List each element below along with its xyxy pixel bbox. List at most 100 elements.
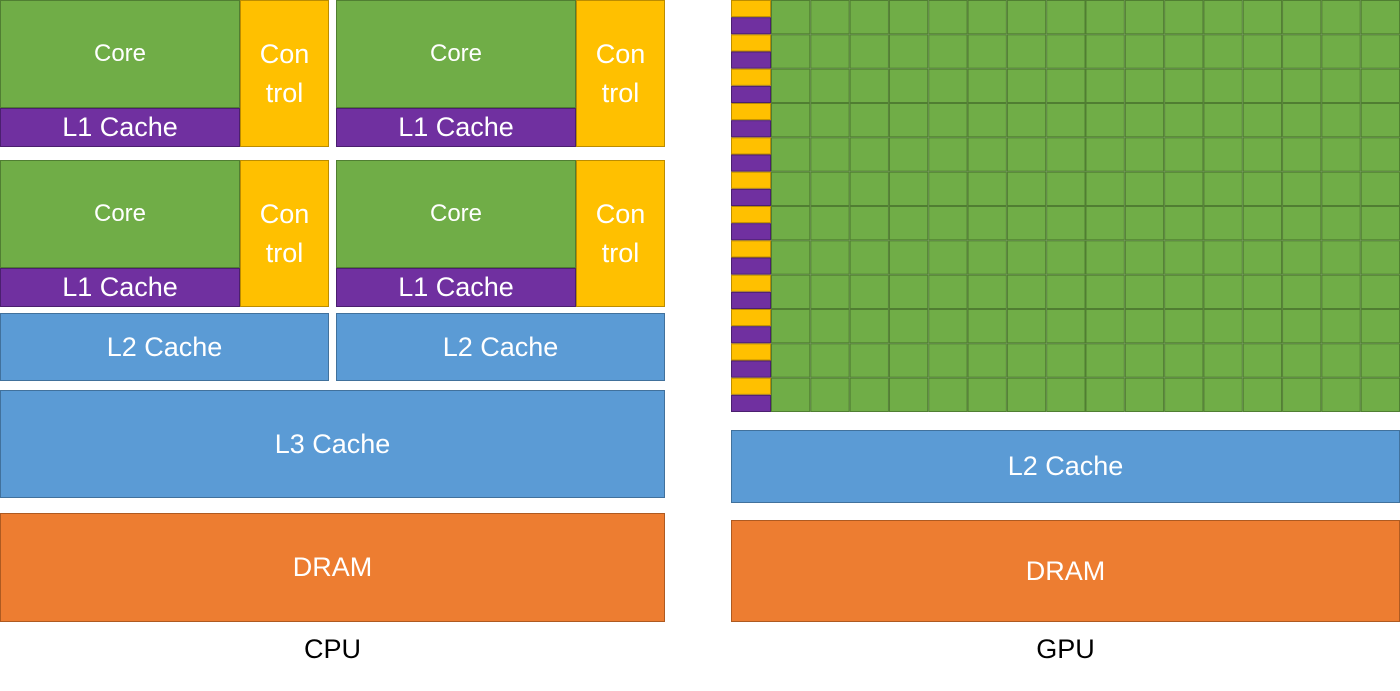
gpu-core — [1046, 274, 1086, 309]
gpu-core — [1321, 377, 1361, 412]
gpu-core — [967, 68, 1007, 103]
gpu-core — [810, 103, 850, 138]
gpu-control-unit — [731, 171, 771, 189]
gpu-core — [810, 309, 850, 344]
gpu-l1-cache-unit — [731, 85, 771, 104]
gpu-core — [849, 274, 889, 309]
gpu-core — [1242, 0, 1283, 35]
control-label-line2: trol — [601, 77, 640, 108]
gpu-core — [1321, 0, 1361, 35]
core-label: Core — [429, 40, 483, 67]
gpu-core — [928, 240, 968, 275]
gpu-core — [888, 274, 929, 309]
gpu-core — [888, 240, 929, 275]
gpu-core — [1242, 309, 1283, 344]
gpu-core — [1321, 34, 1361, 69]
gpu-core — [967, 171, 1007, 207]
gpu-l1-cache-unit — [731, 223, 771, 241]
gpu-core — [1164, 137, 1204, 172]
gpu-core — [1321, 206, 1361, 241]
gpu-core — [967, 206, 1007, 241]
control-label-line1: Con — [259, 198, 310, 229]
gpu-core — [1321, 68, 1361, 103]
gpu-core — [771, 240, 811, 275]
gpu-core — [888, 377, 929, 412]
gpu-core — [1242, 103, 1283, 138]
gpu-core — [1360, 103, 1400, 138]
gpu-core — [771, 206, 811, 241]
gpu-core — [1046, 103, 1086, 138]
gpu-core — [1203, 240, 1243, 275]
gpu-core — [1085, 171, 1125, 207]
gpu-core — [888, 34, 929, 69]
gpu-core — [1282, 103, 1322, 138]
gpu-core — [1164, 377, 1204, 412]
gpu-core — [1046, 137, 1086, 172]
gpu-core — [810, 240, 850, 275]
gpu-core — [1124, 274, 1165, 309]
gpu-core — [1164, 206, 1204, 241]
gpu-core — [771, 137, 811, 172]
cpu-core-3: Core — [0, 160, 240, 268]
gpu-core — [1164, 171, 1204, 207]
gpu-core — [928, 68, 968, 103]
l1-cache-label: L1 Cache — [398, 272, 514, 302]
gpu-core — [1085, 0, 1125, 35]
core-label: Core — [429, 200, 483, 227]
gpu-core — [1282, 34, 1322, 69]
gpu-core — [1164, 343, 1204, 378]
gpu-core — [810, 137, 850, 172]
gpu-core — [1360, 240, 1400, 275]
gpu-core — [1006, 34, 1047, 69]
gpu-core — [1321, 137, 1361, 172]
gpu-core — [1203, 68, 1243, 103]
gpu-core — [849, 137, 889, 172]
gpu-core — [1282, 309, 1322, 344]
l2-cache-label: L2 Cache — [1007, 451, 1124, 481]
gpu-core — [1085, 137, 1125, 172]
gpu-core — [928, 171, 968, 207]
gpu-core — [1006, 343, 1047, 378]
gpu-core — [1164, 103, 1204, 138]
gpu-core — [1124, 103, 1165, 138]
gpu-core — [1242, 137, 1283, 172]
gpu-control-unit — [731, 0, 771, 18]
gpu-l1-cache-unit — [731, 17, 771, 35]
gpu-core — [810, 34, 850, 69]
gpu-core — [928, 377, 968, 412]
gpu-core — [810, 343, 850, 378]
gpu-core — [771, 309, 811, 344]
gpu-core — [1242, 274, 1283, 309]
gpu-core — [888, 103, 929, 138]
gpu-core — [1282, 68, 1322, 103]
cpu-l2-cache-2: L2 Cache — [336, 313, 665, 381]
gpu-core — [771, 171, 811, 207]
cpu-core-4: Core — [336, 160, 576, 268]
gpu-core — [1282, 343, 1322, 378]
gpu-core — [1321, 240, 1361, 275]
gpu-core — [1203, 0, 1243, 35]
gpu-dram: DRAM — [731, 520, 1400, 622]
gpu-core — [849, 68, 889, 103]
gpu-core — [1006, 274, 1047, 309]
gpu-core — [1006, 0, 1047, 35]
gpu-core — [1360, 0, 1400, 35]
gpu-core — [1006, 171, 1047, 207]
gpu-core — [1203, 309, 1243, 344]
gpu-core — [1046, 68, 1086, 103]
gpu-caption: GPU — [1036, 634, 1095, 664]
gpu-control-unit — [731, 103, 771, 121]
gpu-core — [1124, 377, 1165, 412]
gpu-l2-cache: L2 Cache — [731, 430, 1400, 503]
gpu-core — [849, 343, 889, 378]
cpu-l1-cache-4: L1 Cache — [336, 268, 576, 307]
gpu-core — [1242, 343, 1283, 378]
gpu-l1-cache-unit — [731, 154, 771, 172]
gpu-core — [967, 137, 1007, 172]
l2-cache-label: L2 Cache — [442, 331, 559, 362]
l3-cache-label: L3 Cache — [274, 428, 391, 459]
gpu-core — [1046, 309, 1086, 344]
